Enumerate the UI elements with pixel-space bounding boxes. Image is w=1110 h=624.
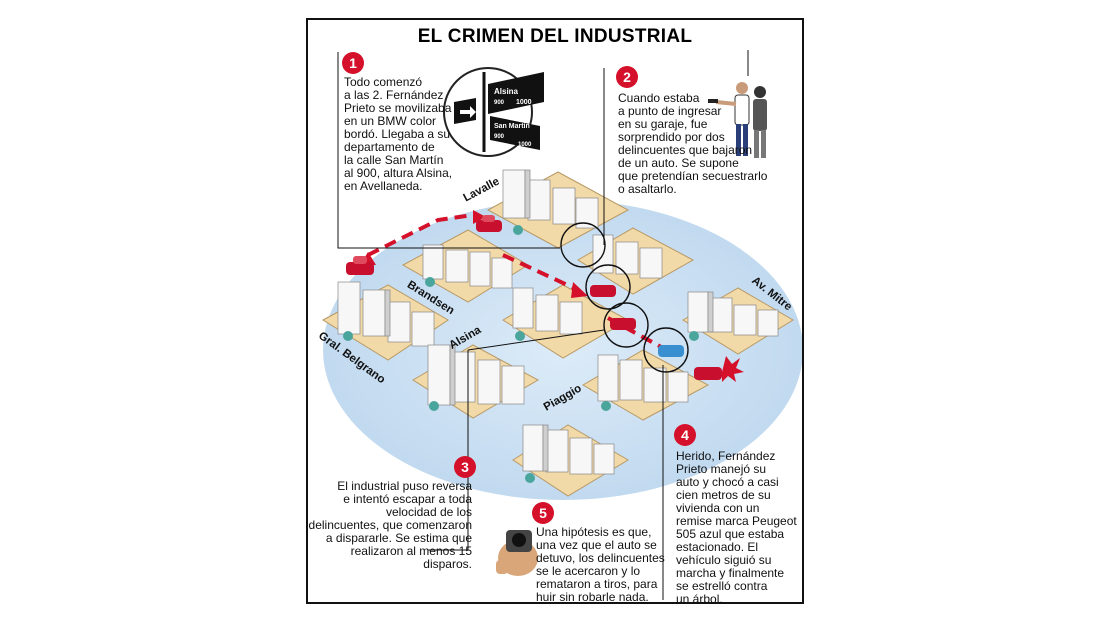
route-arrow-2: [571, 282, 588, 298]
crash-burst: [722, 356, 744, 382]
step-1-badge: 1: [342, 52, 364, 74]
highlight-circles: [560, 222, 689, 373]
sign-bottom-name: San Martín: [494, 123, 530, 130]
gunmen-figures: [708, 82, 767, 158]
cars: [346, 215, 744, 382]
step-4-badge: 4: [674, 424, 696, 446]
buildings: [337, 169, 779, 475]
sign-bottom-number-right: 1000: [518, 142, 532, 148]
step-3-badge: 3: [454, 456, 476, 478]
car-bmw-crash: [694, 367, 722, 380]
step-2-badge: 2: [616, 66, 638, 88]
sign-top-number-small: 900: [494, 100, 505, 106]
car-bmw-lavalle: [476, 215, 502, 232]
sign-arrow-icon: [460, 106, 476, 118]
trees: [343, 225, 699, 483]
step-5-text: Una hipótesis es que,una vez que el auto…: [536, 525, 665, 604]
car-remise-blue: [658, 345, 684, 357]
step-5-badge: 5: [532, 502, 554, 524]
callout-lines: [337, 50, 749, 600]
pistol-hand: [496, 530, 538, 576]
sign-top-number: 1000: [516, 99, 532, 106]
car-bmw-garage: [590, 285, 616, 297]
route-arrow-1: [473, 210, 486, 224]
infographic-frame: Alsina 1000 900 San Martín 900 1000: [306, 18, 804, 606]
car-bmw-start: [346, 256, 374, 275]
sign-bottom-number-left: 900: [494, 134, 505, 140]
street-sign-inset: Alsina 1000 900 San Martín 900 1000: [443, 67, 544, 157]
scene-illustration: Alsina 1000 900 San Martín 900 1000: [321, 50, 802, 600]
car-bmw-reverse: [610, 318, 636, 330]
sign-top-name: Alsina: [494, 87, 519, 96]
infographic-title: EL CRIMEN DEL INDUSTRIAL: [417, 26, 693, 47]
